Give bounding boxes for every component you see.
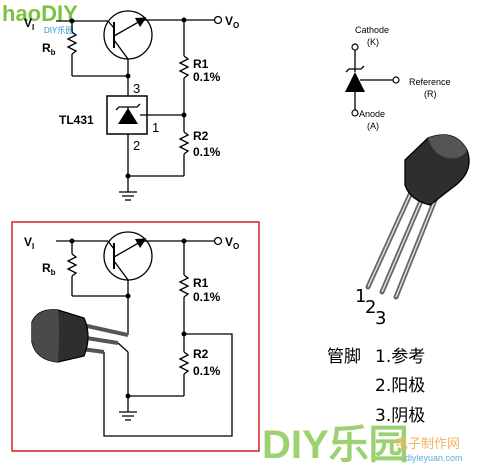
watermark-bottom-url: diyleyuan.com — [405, 453, 463, 463]
top-vo-label: VO — [225, 14, 239, 30]
top-transistor-base-lead — [113, 39, 129, 60]
bottom-r1-name: R1 — [193, 276, 209, 290]
bottom-r2-value: 0.1% — [193, 364, 221, 378]
bottom-r2-resistor — [178, 351, 190, 375]
pinout-item-1: 1.参考 — [375, 347, 425, 367]
symbol-cathode-abbr: (K) — [367, 37, 379, 47]
watermark-top: haoDIY DIY乐园 — [2, 1, 78, 35]
watermark-bottom-brand: DIY乐园 — [262, 423, 409, 467]
bottom-circuit: VI VO Rb R1 0.1% R2 0.1% — [24, 231, 239, 437]
top-transistor-emitter — [113, 17, 147, 37]
watermark-top-brand: haoDIY — [2, 1, 78, 26]
bottom-ref-wire — [103, 333, 233, 437]
bottom-vo-label: VO — [225, 235, 239, 251]
bottom-r2-name: R2 — [193, 347, 209, 361]
bottom-transistor — [103, 231, 153, 281]
top-pin1-label: 1 — [152, 120, 159, 135]
pinout-item-2: 2.阳极 — [375, 376, 425, 396]
top-r2-name: R2 — [193, 129, 209, 143]
pinout-title: 管脚 — [327, 347, 361, 367]
pinout-item-3: 3.阴极 — [375, 406, 425, 426]
package-pin3-label: 3 — [375, 308, 386, 329]
highlight-frame — [11, 221, 260, 452]
symbol-diode-triangle — [345, 72, 365, 92]
top-rb-resistor — [66, 31, 78, 55]
watermark-bottom-sub: 电子制作网 — [395, 437, 460, 452]
watermark-bottom: DIY乐园 电子制作网 diyleyuan.com — [262, 423, 463, 467]
package-pin1-label: 1 — [355, 286, 366, 307]
top-pin3-label: 3 — [133, 81, 140, 96]
top-vi-label: VI — [24, 16, 34, 32]
watermark-top-sub: DIY乐园 — [44, 25, 73, 35]
top-vo-terminal — [213, 15, 223, 25]
bottom-r1-value: 0.1% — [193, 290, 221, 304]
bottom-to92-package — [31, 309, 129, 363]
top-tl431-label: TL431 — [59, 113, 94, 127]
bottom-r1-resistor — [178, 274, 190, 298]
top-transistor — [103, 10, 153, 60]
symbol-reference-label: Reference — [409, 77, 451, 87]
bottom-rb-label: Rb — [42, 261, 56, 277]
to92-package: 1 2 3 — [355, 134, 470, 329]
symbol-reference-abbr: (R) — [424, 89, 437, 99]
symbol-anode-abbr: (A) — [367, 121, 379, 131]
tl431-symbol: Cathode (K) Reference (R) Anode (A) — [345, 25, 451, 131]
package-pin2-label: 2 — [365, 297, 376, 318]
top-rb-label: Rb — [42, 41, 56, 57]
bottom-vi-label: VI — [24, 235, 34, 251]
top-ground-symbol — [119, 191, 137, 201]
bottom-ground-symbol — [119, 411, 137, 421]
top-r2-resistor — [178, 131, 190, 155]
pinout-legend: 管脚 1.参考 2.阳极 3.阴极 — [327, 347, 425, 426]
bottom-rb-resistor — [66, 253, 78, 277]
symbol-anode-label: Anode — [359, 109, 385, 119]
top-pin2-label: 2 — [133, 138, 140, 153]
top-transistor-collector — [107, 20, 115, 29]
top-r2-value: 0.1% — [193, 145, 221, 159]
top-r1-resistor — [178, 55, 190, 79]
top-circuit: VI VO Rb 3 TL431 1 — [24, 10, 239, 201]
top-r1-value: 0.1% — [193, 70, 221, 84]
symbol-cathode-label: Cathode — [355, 25, 389, 35]
top-r1-name: R1 — [193, 57, 209, 71]
package-body-top — [428, 134, 467, 159]
